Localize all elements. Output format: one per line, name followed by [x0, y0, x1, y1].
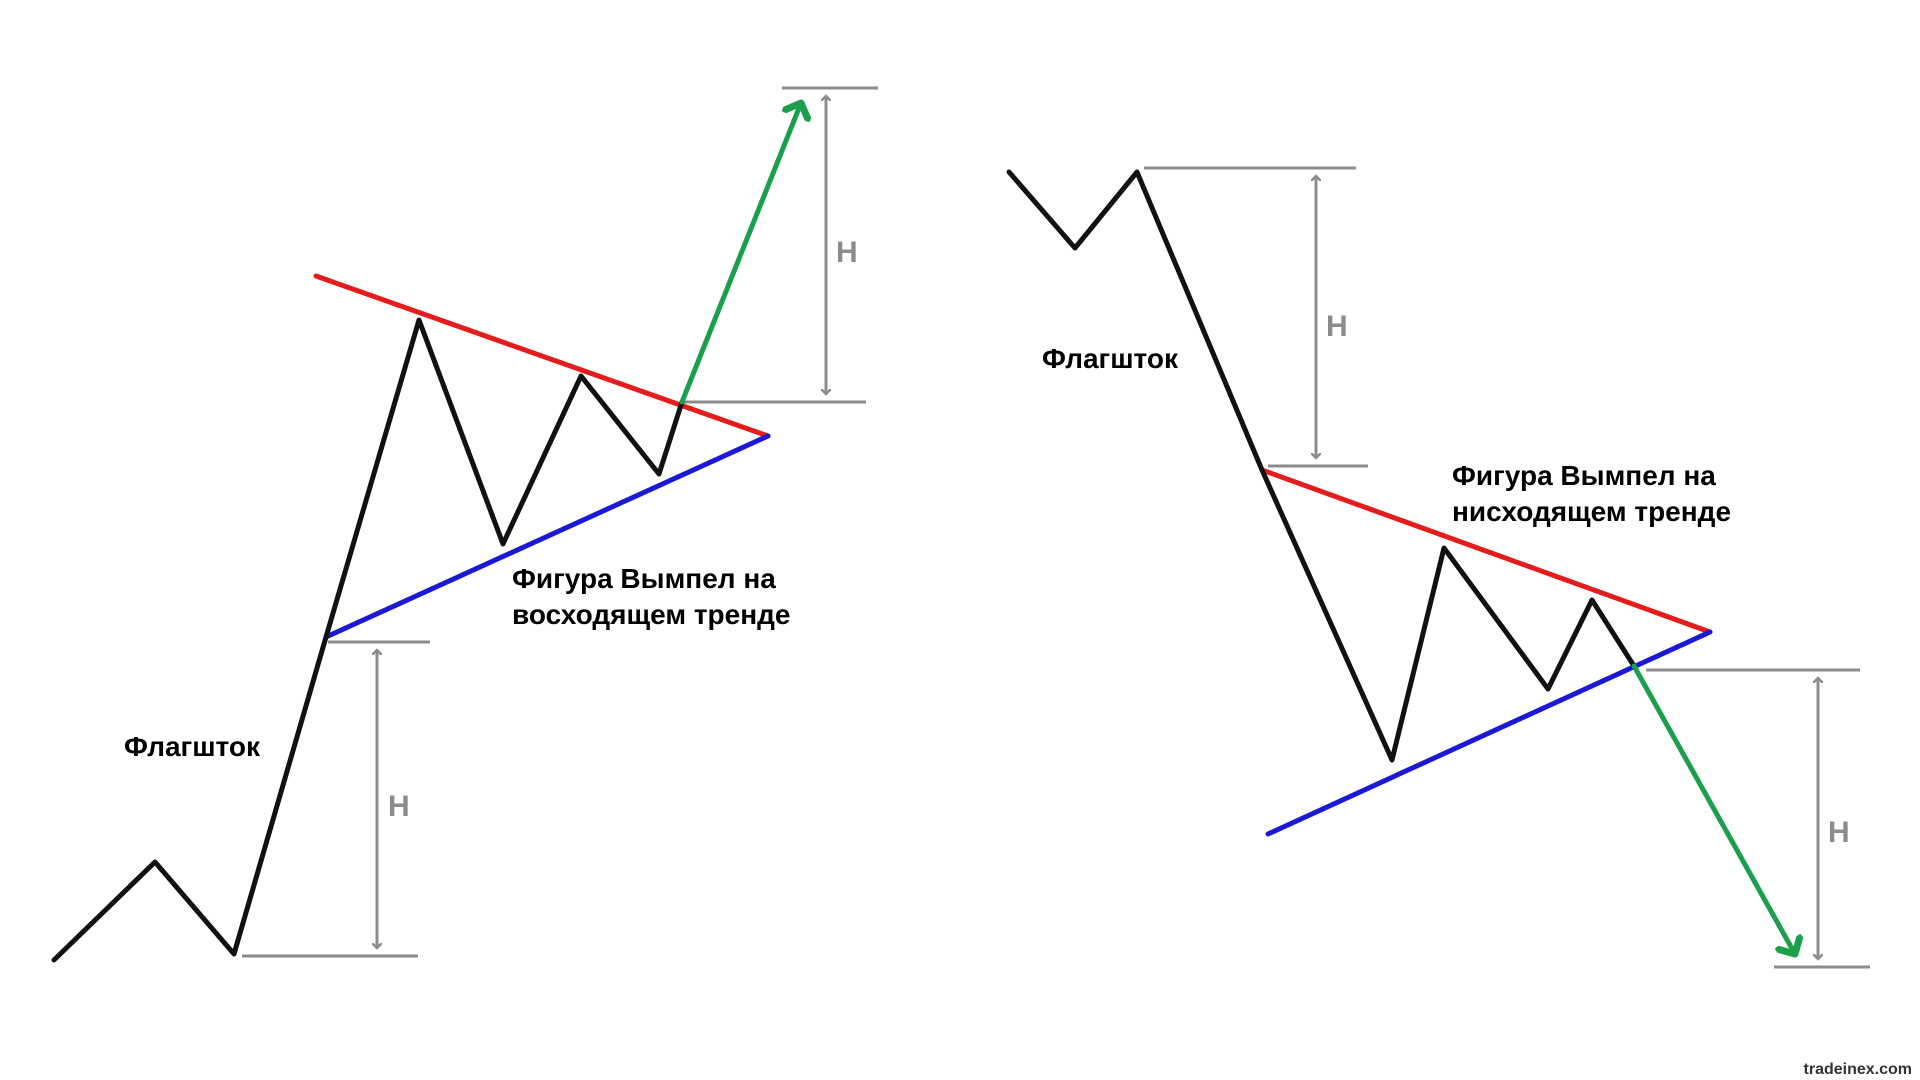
breakout-arrow-down — [1631, 663, 1795, 954]
flagpole-label-left: Флагшток — [124, 731, 261, 762]
pattern-label-left-line1: Фигура Вымпел на — [512, 563, 776, 594]
support-line-right — [1265, 629, 1713, 837]
resistance-line-left — [313, 273, 771, 439]
breakout-arrow-up — [679, 103, 801, 405]
target-height-measure-right: H — [1646, 668, 1870, 969]
flagpole-height-measure-left: H — [242, 640, 430, 958]
pattern-label-right-line1: Фигура Вымпел на — [1452, 460, 1716, 491]
flagpole-height-measure-right: H — [1144, 166, 1368, 468]
resistance-line-right — [1259, 467, 1713, 635]
flagpole-height-label: H — [1326, 310, 1348, 343]
price-path-right — [1006, 169, 1637, 763]
pattern-label-right-line2: нисходящем тренде — [1452, 496, 1731, 527]
pattern-label-left-line2: восходящем тренде — [512, 599, 790, 630]
flagpole-label-right: Флагшток — [1042, 343, 1179, 374]
target-height-measure-left: H — [684, 86, 878, 404]
target-height-label: H — [836, 236, 858, 269]
flagpole-height-label: H — [388, 790, 410, 823]
watermark: tradeinex.com — [1804, 1061, 1912, 1078]
support-line-left — [323, 433, 771, 640]
bullish-pennant: H H Флагшток Фигура Вымпел на восходящем… — [51, 86, 878, 963]
target-height-label: H — [1828, 816, 1850, 849]
price-path-left — [51, 317, 685, 963]
bearish-pennant: H H Флагшток Фигура Вымпел на нисходящем… — [1006, 166, 1870, 969]
